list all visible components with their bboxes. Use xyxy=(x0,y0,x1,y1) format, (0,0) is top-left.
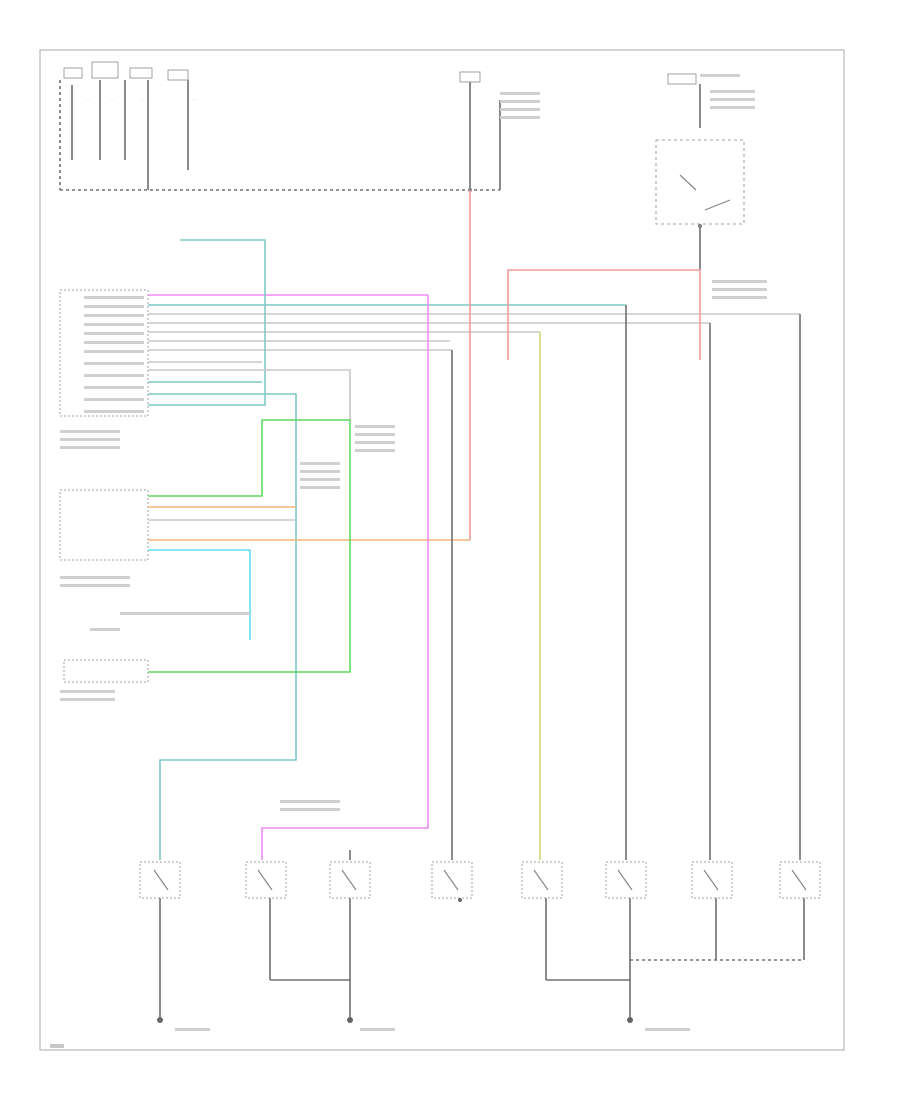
fuse-top-center xyxy=(459,71,501,192)
door-switch-8 xyxy=(779,861,821,960)
door-switch-6 xyxy=(605,861,647,1020)
wire-green-5 xyxy=(148,420,351,673)
multi-function-switch xyxy=(59,489,149,561)
door-switch-4 xyxy=(431,861,473,902)
diagram-frame xyxy=(39,49,845,1051)
svg-text:....: .... xyxy=(110,96,115,101)
wire-green-1 xyxy=(148,369,351,420)
corner-mark xyxy=(50,1044,64,1048)
illegible-labels xyxy=(60,74,767,1031)
svg-text:....: .... xyxy=(86,96,91,101)
wire-pink-2 xyxy=(261,295,429,860)
door-switch-1 xyxy=(139,861,181,1020)
door-switch-2 xyxy=(245,861,287,980)
door-switch-5 xyxy=(521,861,563,980)
relay-box-top-right xyxy=(655,73,745,270)
ground-right xyxy=(627,1017,633,1023)
door-switch-3 xyxy=(329,861,371,1020)
ground-left xyxy=(157,1017,163,1023)
wire-red-2 xyxy=(507,269,701,360)
wire-green-4 xyxy=(148,419,350,497)
svg-text:....: .... xyxy=(140,96,145,101)
instrument-cluster xyxy=(63,659,149,683)
wire-cyan-1 xyxy=(148,549,251,620)
wire-green-3 xyxy=(148,393,297,860)
ground-center xyxy=(347,1017,353,1023)
svg-text:....: .... xyxy=(192,96,197,101)
wire-teal-2 xyxy=(148,239,266,406)
door-switch-7 xyxy=(691,861,733,960)
fuse-group-top-left: .... .... .... .... xyxy=(59,61,197,190)
